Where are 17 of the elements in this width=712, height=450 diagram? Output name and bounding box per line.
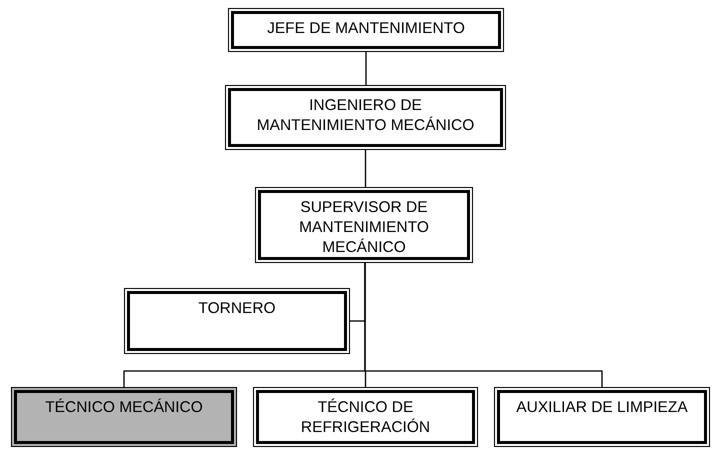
- org-box: [494, 387, 710, 447]
- org-box: [124, 288, 350, 354]
- role-title: AUXILIAR DE LIMPIEZA: [516, 398, 688, 418]
- connector-line: [364, 150, 366, 187]
- org-box: [253, 387, 478, 447]
- role-title: INGENIERO DE MANTENIMIENTO MECÁNICO: [256, 96, 475, 136]
- role-title: TORNERO: [198, 299, 276, 319]
- connector-line: [364, 263, 603, 387]
- org-box: [255, 187, 473, 263]
- org-box: [225, 85, 506, 150]
- connector-line: [365, 52, 367, 85]
- role-title: SUPERVISOR DE MANTENIMIENTO MECÁNICO: [298, 198, 430, 258]
- role-title: JEFE DE MANTENIMIENTO: [267, 19, 465, 39]
- org-box: [228, 8, 504, 52]
- org-box: [11, 387, 237, 447]
- role-title: TÉCNICO DE REFRIGERACIÓN: [300, 398, 432, 438]
- role-title: TÉCNICO MECÁNICO: [45, 398, 203, 418]
